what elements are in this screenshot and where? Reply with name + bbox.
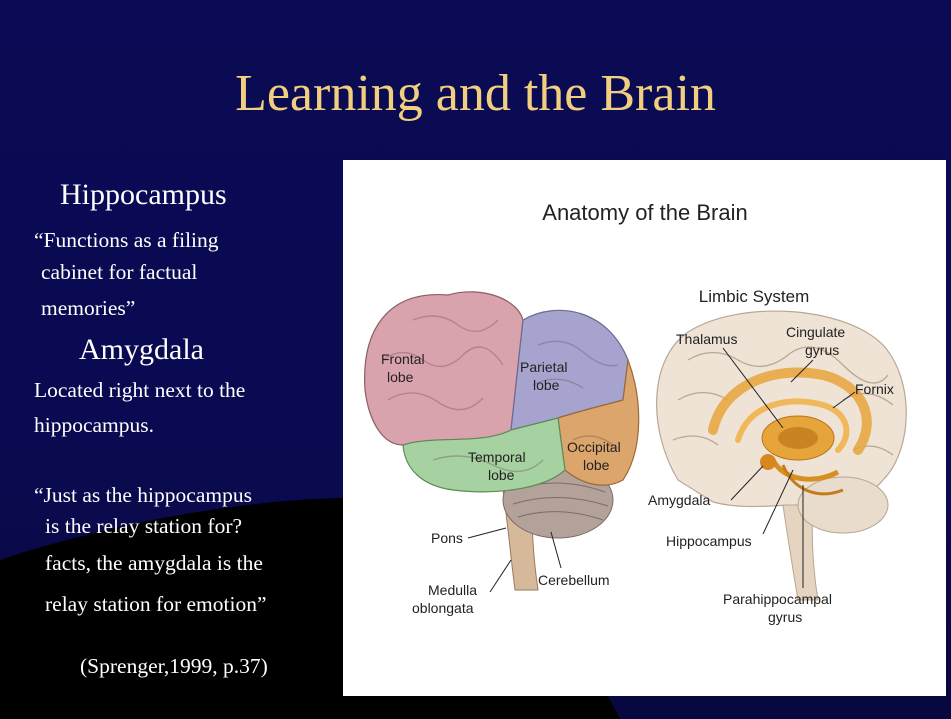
- label-temporal-lobe: lobe: [488, 467, 515, 483]
- label-parahippocampal-gyrus: Parahippocampal: [723, 591, 832, 607]
- amygdala-heading: Amygdala: [79, 333, 204, 367]
- hippocampus-quote-line: cabinet for factual: [41, 260, 197, 285]
- quote-line: relay station for emotion”: [45, 592, 267, 617]
- quote-line: facts, the amygdala is the: [45, 551, 263, 576]
- brain-anatomy-figure: Anatomy of the Brain Limbic System: [343, 160, 946, 696]
- brain-lateral-view: Frontal lobe Parietal lobe Temporal lobe…: [365, 292, 639, 616]
- label-cerebellum: Cerebellum: [538, 572, 610, 588]
- label-cingulate-gyrus: gyrus: [805, 342, 839, 358]
- label-parietal-lobe: lobe: [533, 377, 560, 393]
- brain-limbic-view: Thalamus Cingulate gyrus Fornix Amygdala…: [648, 311, 906, 625]
- label-fornix: Fornix: [855, 381, 894, 397]
- label-cingulate-gyrus: Cingulate: [786, 324, 845, 340]
- citation: (Sprenger,1999, p.37): [80, 654, 268, 679]
- label-medulla: Medulla: [428, 582, 477, 598]
- label-amygdala: Amygdala: [648, 492, 710, 508]
- label-hippocampus: Hippocampus: [666, 533, 752, 549]
- label-medulla: oblongata: [412, 600, 474, 616]
- label-frontal-lobe: Frontal: [381, 351, 425, 367]
- label-occipital-lobe: Occipital: [567, 439, 621, 455]
- hippocampus-quote-line: memories”: [41, 296, 135, 321]
- hippocampus-quote-line: “Functions as a filing: [34, 228, 219, 253]
- amygdala-desc-line: Located right next to the: [34, 378, 245, 403]
- slide-title: Learning and the Brain: [0, 64, 951, 123]
- label-frontal-lobe: lobe: [387, 369, 414, 385]
- figure-subtitle: Limbic System: [699, 287, 810, 306]
- label-thalamus: Thalamus: [676, 331, 737, 347]
- hippocampus-heading: Hippocampus: [60, 178, 227, 212]
- amygdala-desc-line: hippocampus.: [34, 413, 154, 438]
- brain-illustration: Anatomy of the Brain Limbic System: [343, 160, 946, 696]
- label-parahippocampal-gyrus: gyrus: [768, 609, 802, 625]
- label-temporal-lobe: Temporal: [468, 449, 526, 465]
- label-occipital-lobe: lobe: [583, 457, 610, 473]
- figure-title: Anatomy of the Brain: [542, 200, 747, 225]
- label-parietal-lobe: Parietal: [520, 359, 567, 375]
- label-pons: Pons: [431, 530, 463, 546]
- quote-line: is the relay station for?: [45, 514, 242, 539]
- quote-line: “Just as the hippocampus: [34, 483, 252, 508]
